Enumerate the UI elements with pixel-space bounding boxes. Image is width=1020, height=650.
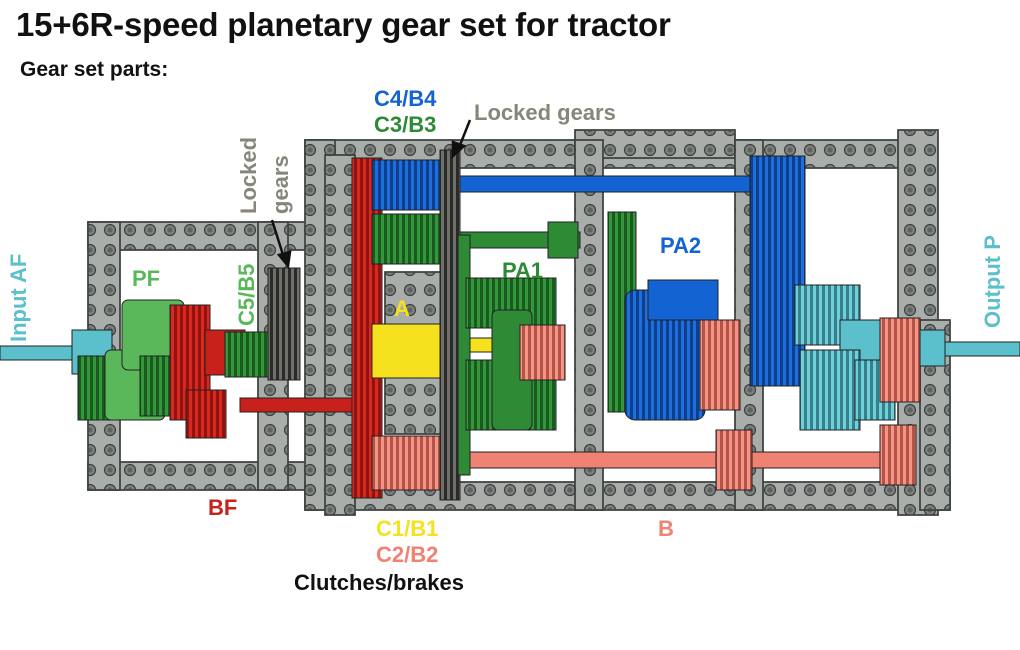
c2b2-label: C2/B2	[376, 542, 439, 567]
bf-label: BF	[208, 495, 238, 520]
output-p-label: Output P	[980, 235, 1005, 328]
pa2-planetary	[607, 155, 806, 491]
c3b3-label: C3/B3	[374, 112, 437, 137]
c1b1-label: C1/B1	[376, 516, 439, 541]
shafts	[0, 175, 1020, 469]
a-label: A	[394, 296, 410, 321]
locked-gears-left-label-2: gears	[268, 155, 293, 214]
c5b5-label: C5/B5	[234, 263, 259, 326]
pa1-label: PA1	[502, 258, 544, 283]
c4b4-label: C4/B4	[374, 86, 437, 111]
clutches-brakes-label: Clutches/brakes	[294, 570, 464, 595]
input-af-label: Input AF	[6, 253, 31, 342]
locked-gears-top-label: Locked gears	[474, 100, 616, 125]
output-assembly	[794, 284, 946, 486]
pf-label: PF	[132, 266, 161, 291]
page-subtitle: Gear set parts:	[20, 58, 169, 81]
clutch-pack	[351, 149, 471, 501]
b-label: B	[658, 516, 674, 541]
locked-gears-left-label-1: Locked	[236, 136, 261, 214]
pa2-label: PA2	[660, 233, 702, 258]
pa1-planetary	[465, 221, 579, 431]
input-assembly	[71, 267, 301, 439]
locked-gears-arrows	[270, 119, 472, 269]
page-title: 15+6R-speed planetary gear set for tract…	[16, 6, 671, 43]
